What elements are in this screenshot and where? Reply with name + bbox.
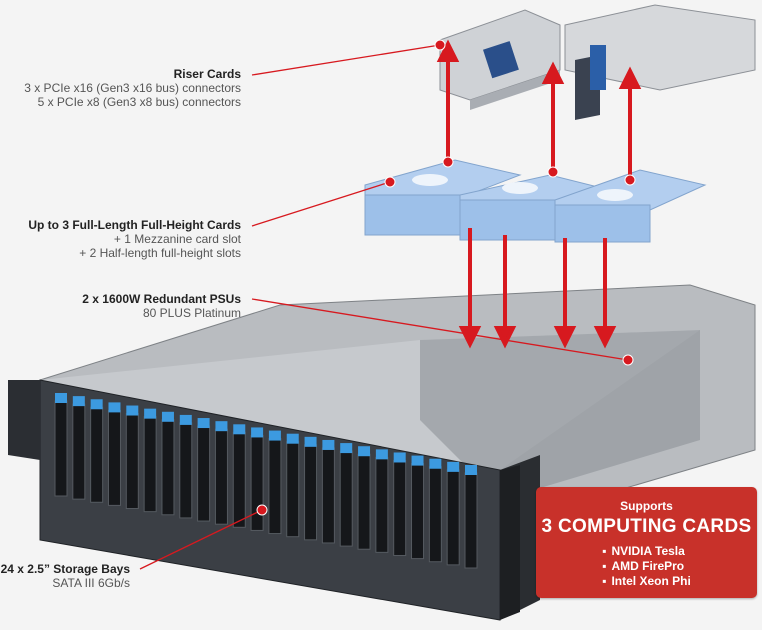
callout-headline: 3 COMPUTING CARDS <box>541 516 752 537</box>
storage-bay <box>179 414 193 519</box>
storage-bays-title: 24 x 2.5” Storage Bays <box>0 562 130 576</box>
psu-title: 2 x 1600W Redundant PSUs <box>82 292 241 306</box>
storage-bay <box>125 405 139 510</box>
storage-bay <box>428 458 442 563</box>
storage-bay <box>54 393 68 497</box>
callout-item-intel: Intel Xeon Phi <box>602 574 690 589</box>
callout-top-text: Supports <box>620 499 673 513</box>
callout-item-amd: AMD FirePro <box>602 559 691 574</box>
callout-lines <box>139 44 629 570</box>
storage-bay <box>107 402 121 506</box>
callout-item-nvidia: NVIDIA Tesla <box>602 544 691 559</box>
storage-bay <box>393 452 407 556</box>
storage-callout-line <box>139 509 263 570</box>
riser-cards-image <box>439 4 756 120</box>
riser-callout-line <box>251 44 441 76</box>
psu-label: 2 x 1600W Redundant PSUs 80 PLUS Platinu… <box>0 292 241 320</box>
arrow-down-3-head <box>553 326 577 349</box>
full-length-cards-line-2: + 2 Half-length full-height slots <box>79 246 241 260</box>
arrow-up-1-head <box>436 39 460 62</box>
computing-cards-image <box>364 159 707 243</box>
storage-bay <box>232 424 246 528</box>
storage-bay <box>339 443 353 547</box>
storage-bay <box>161 411 175 516</box>
arrow-down-2-head <box>493 326 517 349</box>
arrows <box>436 39 642 349</box>
storage-bay <box>446 461 460 566</box>
storage-bays-label: 24 x 2.5” Storage Bays SATA III 6Gb/s <box>0 562 130 590</box>
full-length-cards-line-1: + 1 Mezzanine card slot <box>113 232 241 246</box>
arrow-up-2-head <box>541 61 565 84</box>
full-length-cards-title: Up to 3 Full-Length Full-Height Cards <box>28 218 241 232</box>
storage-bay <box>268 430 282 535</box>
storage-bay <box>197 418 211 522</box>
storage-bay <box>304 436 318 541</box>
arrow-up-3-head <box>618 66 642 89</box>
storage-bay <box>411 455 425 560</box>
arrow-down-4-head <box>593 326 617 349</box>
marker-dots <box>256 39 636 516</box>
callout-list: NVIDIA Tesla AMD FirePro Intel Xeon Phi <box>602 544 691 589</box>
computing-cards-callout: Supports 3 COMPUTING CARDS NVIDIA Tesla … <box>536 487 757 598</box>
riser-cards-line-2: 5 x PCIe x8 (Gen3 x8 bus) connectors <box>37 95 241 109</box>
riser-cards-title: Riser Cards <box>173 67 241 81</box>
full-length-cards-label: Up to 3 Full-Length Full-Height Cards + … <box>0 218 241 260</box>
riser-cards-line-1: 3 x PCIe x16 (Gen3 x16 bus) connectors <box>24 81 241 95</box>
riser-cards-label: Riser Cards 3 x PCIe x16 (Gen3 x16 bus) … <box>0 67 241 109</box>
psu-callout-line <box>251 298 629 361</box>
storage-bay <box>464 465 478 569</box>
storage-bays <box>54 393 478 569</box>
psu-line-1: 80 PLUS Platinum <box>142 306 241 320</box>
storage-bay <box>286 433 300 538</box>
storage-bays-line-1: SATA III 6Gb/s <box>52 576 130 590</box>
cards-callout-line <box>251 181 391 227</box>
storage-bay <box>357 446 371 550</box>
storage-bay <box>90 399 104 503</box>
storage-bay <box>214 421 228 525</box>
storage-bay <box>321 439 335 544</box>
storage-bay <box>375 449 389 553</box>
arrow-down-1-head <box>458 326 482 349</box>
storage-bay <box>143 408 157 513</box>
storage-bay <box>72 396 86 500</box>
